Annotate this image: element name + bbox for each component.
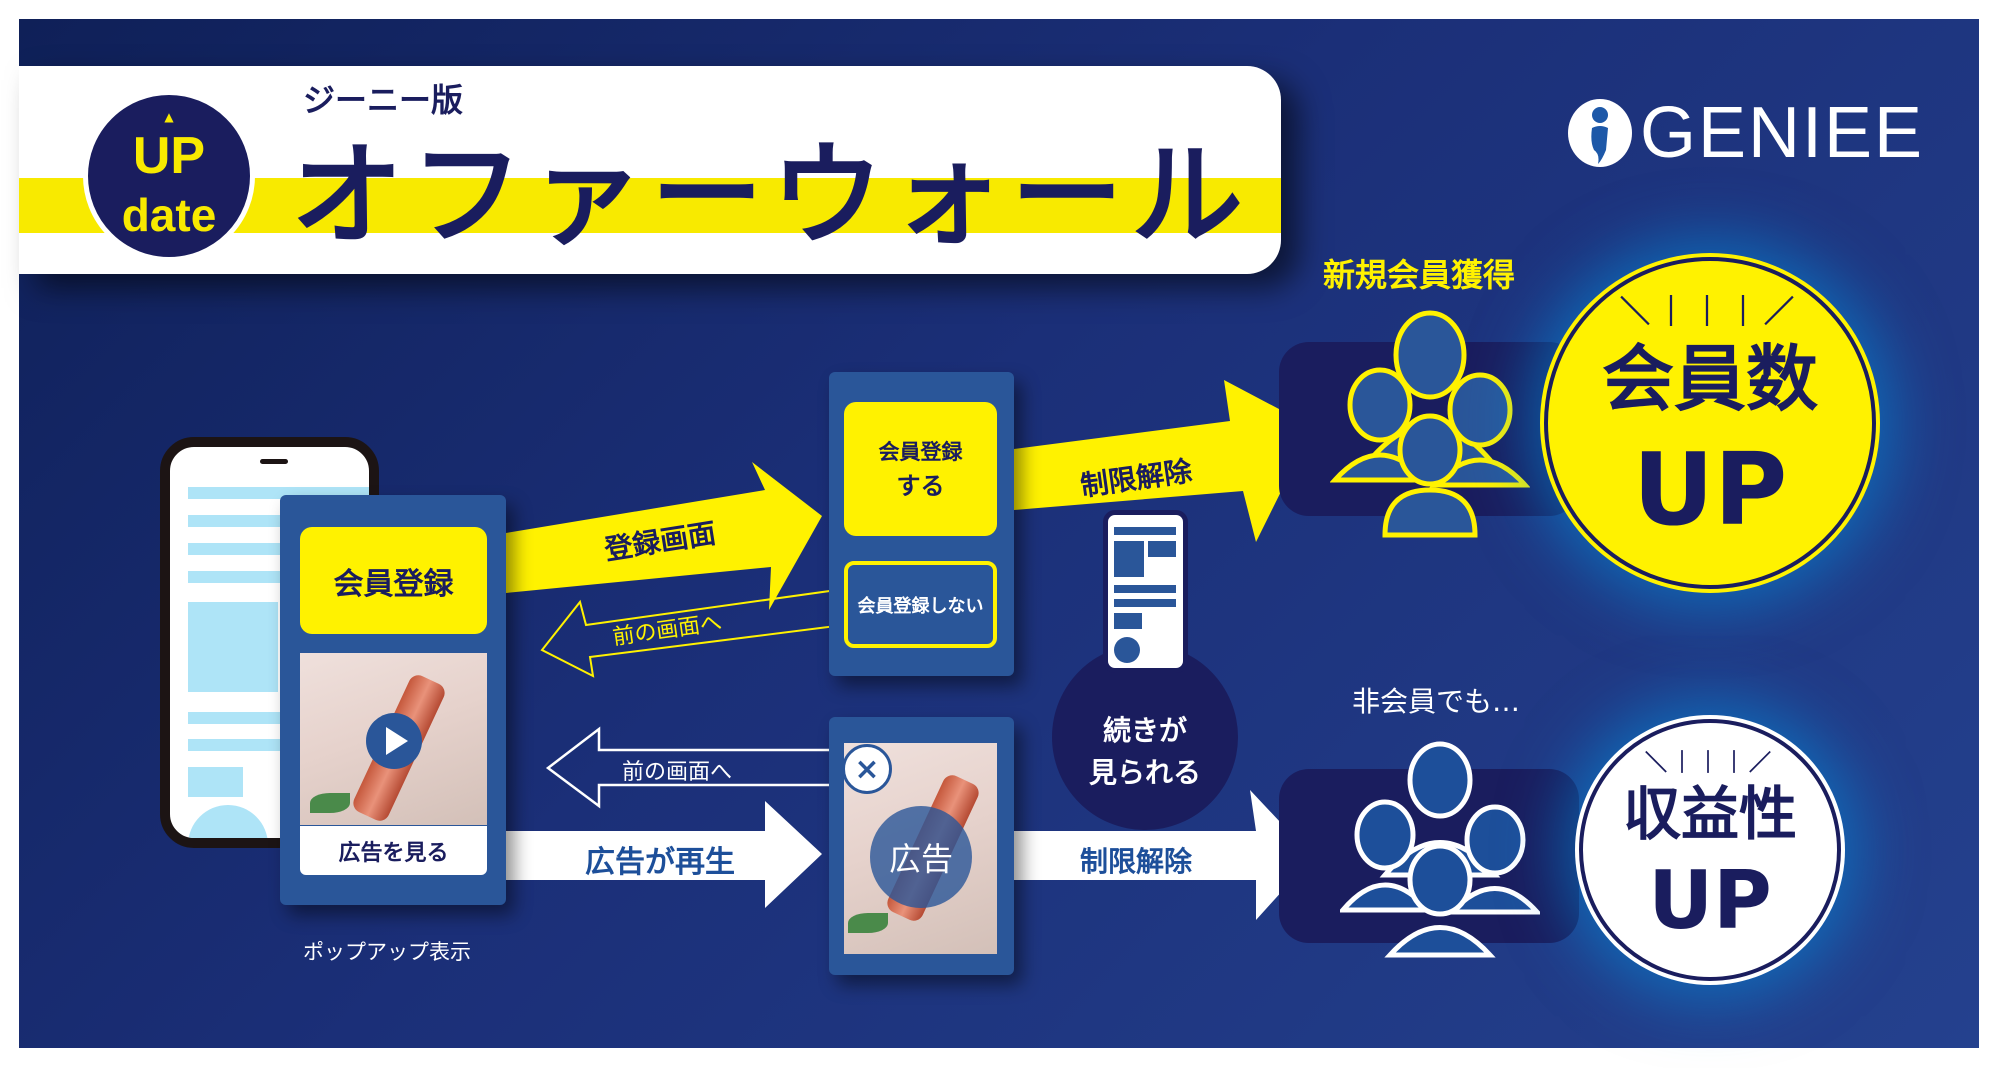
do-register-button[interactable]: 会員登録 する xyxy=(844,402,997,536)
members-group-icon xyxy=(1330,310,1530,538)
badge-up-text: UP xyxy=(132,127,206,185)
arrow-label-unlock-bottom: 制限解除 xyxy=(1080,845,1193,878)
non-members-label: 非会員でも… xyxy=(1352,685,1521,718)
non-members-group-icon xyxy=(1340,741,1540,958)
new-members-label: 新規会員獲得 xyxy=(1323,256,1516,294)
popup-card: 会員登録 広告を見る xyxy=(280,495,506,905)
geniee-logo-icon xyxy=(1568,99,1632,167)
ad-label: 広告 xyxy=(870,806,972,908)
close-ad-button[interactable]: × xyxy=(842,744,892,794)
arrow-to-register xyxy=(506,462,822,610)
up-arrow-icon: ▲ xyxy=(164,110,174,124)
profit-up-line2: UP xyxy=(1648,854,1772,947)
subtitle: ジーニー版 xyxy=(303,81,464,119)
profit-up-line1: 収益性 xyxy=(1622,780,1797,848)
badge-date-text: date xyxy=(121,189,217,241)
arrow-unlock-bottom xyxy=(1014,790,1313,920)
arrow-back-top xyxy=(540,587,845,678)
arrow-unlock-top xyxy=(1014,380,1313,542)
do-register-line2: する xyxy=(896,472,945,500)
register-screen-card: 会員登録 する 会員登録しない xyxy=(829,372,1014,676)
register-button[interactable]: 会員登録 xyxy=(300,527,487,634)
members-up-badge: ＼｜｜｜／ 会員数 UP xyxy=(1544,257,1876,589)
continue-reading-circle: 続きが 見られる xyxy=(1052,644,1238,830)
content-phone-icon xyxy=(1103,510,1188,673)
continue-line1: 続きが xyxy=(1102,714,1187,747)
burst-lines-icon: ＼｜｜｜／ xyxy=(1644,751,1775,776)
profit-up-badge: ＼｜｜｜／ 収益性 UP xyxy=(1579,719,1841,981)
no-register-button[interactable]: 会員登録しない xyxy=(844,561,997,648)
geniee-logo: GENIEE xyxy=(1566,92,1924,174)
continue-line2: 見られる xyxy=(1088,756,1201,789)
play-icon[interactable] xyxy=(366,713,422,769)
arrow-back-bottom xyxy=(545,726,844,809)
popup-caption: ポップアップ表示 xyxy=(303,940,471,964)
title-banner: ジーニー版 オファーウォール xyxy=(19,66,1281,274)
update-badge: ▲ UP date xyxy=(83,90,255,262)
arrow-ad-plays xyxy=(506,801,822,908)
members-up-line1: 会員数 xyxy=(1601,337,1818,421)
members-up-line2: UP xyxy=(1632,431,1788,548)
page-title: オファーウォール xyxy=(291,131,1251,261)
watch-ad-button[interactable]: 広告を見る xyxy=(300,826,487,875)
logo-text: GENIEE xyxy=(1640,93,1925,173)
arrow-label-ad-plays: 広告が再生 xyxy=(585,845,735,880)
arrow-label-back-bottom: 前の画面へ xyxy=(622,760,733,785)
burst-lines-icon: ＼｜｜｜／ xyxy=(1620,295,1800,330)
do-register-line1: 会員登録 xyxy=(878,440,963,464)
ad-video-thumbnail[interactable] xyxy=(300,653,487,825)
